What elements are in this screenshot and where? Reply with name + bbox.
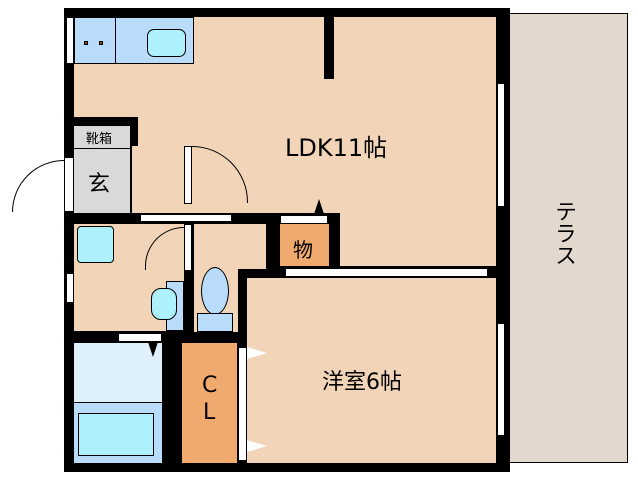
closet-label-l: L: [203, 400, 216, 425]
front-door-swing-icon: [12, 160, 64, 212]
partition-wall: [324, 17, 334, 79]
bathroom: [74, 343, 162, 403]
ldk-window: [497, 83, 505, 207]
entrance: [74, 149, 130, 213]
western-room-window: [497, 323, 505, 436]
washroom-window: [66, 273, 74, 303]
kitchen-window: [66, 17, 74, 64]
entrance-label: 玄: [88, 172, 111, 197]
western-room: [247, 278, 496, 463]
arrow-down-icon: [148, 342, 158, 357]
shoe-box-label: 靴箱: [86, 132, 113, 147]
closet: [182, 343, 237, 463]
kitchen-sink: [147, 29, 186, 57]
stove-burner-icon: [99, 41, 103, 45]
hall-floor: [132, 146, 182, 213]
toilet-tank: [197, 313, 233, 332]
arrow-right-icon: [247, 347, 267, 359]
stove-burner-icon: [84, 41, 88, 45]
shoe-box: [74, 126, 130, 149]
washing-machine: [77, 226, 114, 263]
bathroom-door[interactable]: [118, 333, 162, 342]
terrace-label: テラス: [551, 200, 576, 266]
western-room-sliding-door[interactable]: [285, 268, 488, 277]
toilet-bowl: [201, 267, 229, 315]
bathtub: [78, 413, 154, 456]
washroom-sliding-door[interactable]: [140, 214, 232, 222]
western-room-label: 洋室6帖: [322, 370, 402, 395]
toilet-door[interactable]: [184, 224, 192, 271]
ldk-room-lower2: [340, 213, 496, 266]
terrace-area: [506, 13, 628, 463]
toilet-room-upper: [238, 224, 266, 269]
closet-label-c: C: [202, 373, 218, 398]
arrow-up-icon: [314, 199, 324, 214]
ldk-door[interactable]: [184, 146, 192, 204]
wash-basin: [151, 288, 177, 320]
ldk-label: LDK11帖: [285, 134, 388, 162]
storage-label: 物: [293, 238, 313, 262]
storage-door[interactable]: [280, 215, 328, 224]
arrow-right-icon: [247, 440, 267, 452]
closet-door[interactable]: [238, 347, 247, 461]
front-door[interactable]: [64, 157, 74, 212]
storage-room: [280, 224, 329, 266]
